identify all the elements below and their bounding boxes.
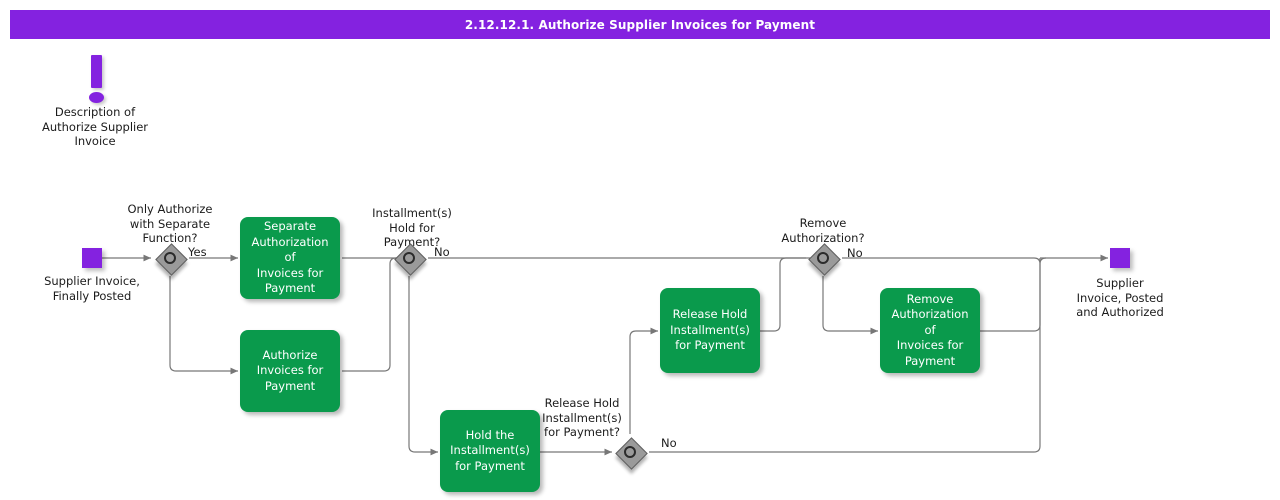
gateway-release-hold-branch-no: No xyxy=(661,436,677,450)
gateway-ring-icon xyxy=(817,252,829,264)
gateway-ring-icon xyxy=(624,446,636,458)
start-event[interactable] xyxy=(82,248,102,268)
gateway-remove-authorization-label: Remove Authorization? xyxy=(781,216,865,245)
gateway-installments-hold-branch-no: No xyxy=(434,245,450,259)
gateway-ring-icon xyxy=(164,252,176,264)
edge-release-task-out xyxy=(760,257,806,332)
task-separate-authorization[interactable]: Separate Authorization of Invoices for P… xyxy=(240,217,340,299)
task-authorize-invoices[interactable]: Authorize Invoices for Payment xyxy=(240,330,340,412)
gateway-release-hold-label: Release Hold Installment(s) for Payment? xyxy=(542,396,622,439)
task-label: Authorize Invoices for Payment xyxy=(256,347,324,393)
task-label: Remove Authorization of Invoices for Pay… xyxy=(891,291,969,368)
exclamation-dot-icon xyxy=(89,92,104,103)
task-label: Separate Authorization of Invoices for P… xyxy=(251,219,329,296)
start-event-label: Supplier Invoice, Finally Posted xyxy=(44,274,140,303)
task-release-hold[interactable]: Release Hold Installment(s) for Payment xyxy=(660,288,760,373)
task-remove-authorization[interactable]: Remove Authorization of Invoices for Pay… xyxy=(880,288,980,373)
page-title: 2.12.12.1. Authorize Supplier Invoices f… xyxy=(464,17,816,32)
exclamation-mark-icon xyxy=(91,55,102,88)
gateway-release-hold[interactable] xyxy=(614,436,648,470)
task-label: Release Hold Installment(s) for Payment xyxy=(670,307,750,353)
edge-gw-release-no xyxy=(649,264,1041,453)
gateway-remove-authorization-branch-no: No xyxy=(847,246,863,260)
annotation-label: Description of Authorize Supplier Invoic… xyxy=(41,105,149,148)
gateway-ring-icon xyxy=(403,252,415,264)
task-hold-installments[interactable]: Hold the Installment(s) for Payment xyxy=(440,410,540,492)
gateway-separate-function-label: Only Authorize with Separate Function? xyxy=(127,202,213,245)
gateway-separate-function-branch-yes: Yes xyxy=(188,245,207,259)
task-label: Hold the Installment(s) for Payment xyxy=(450,427,530,473)
edge-gw-release-yes xyxy=(629,327,658,434)
edge-gw-remove-no xyxy=(842,257,1041,265)
gateway-installments-hold[interactable] xyxy=(393,242,427,276)
end-event[interactable] xyxy=(1110,248,1130,268)
edge-gw-separate-no xyxy=(169,276,238,375)
edge-gw-installments-yes xyxy=(408,276,438,456)
edge-gw-remove-yes xyxy=(822,276,878,335)
gateway-separate-function[interactable] xyxy=(154,242,188,276)
title-bar: 2.12.12.1. Authorize Supplier Invoices f… xyxy=(10,10,1270,39)
gateway-remove-authorization[interactable] xyxy=(807,242,841,276)
gateway-installments-hold-label: Installment(s) Hold for Payment? xyxy=(372,206,452,249)
end-event-label: Supplier Invoice, Posted and Authorized xyxy=(1076,276,1164,319)
edge-authorize-task-out xyxy=(342,257,409,372)
